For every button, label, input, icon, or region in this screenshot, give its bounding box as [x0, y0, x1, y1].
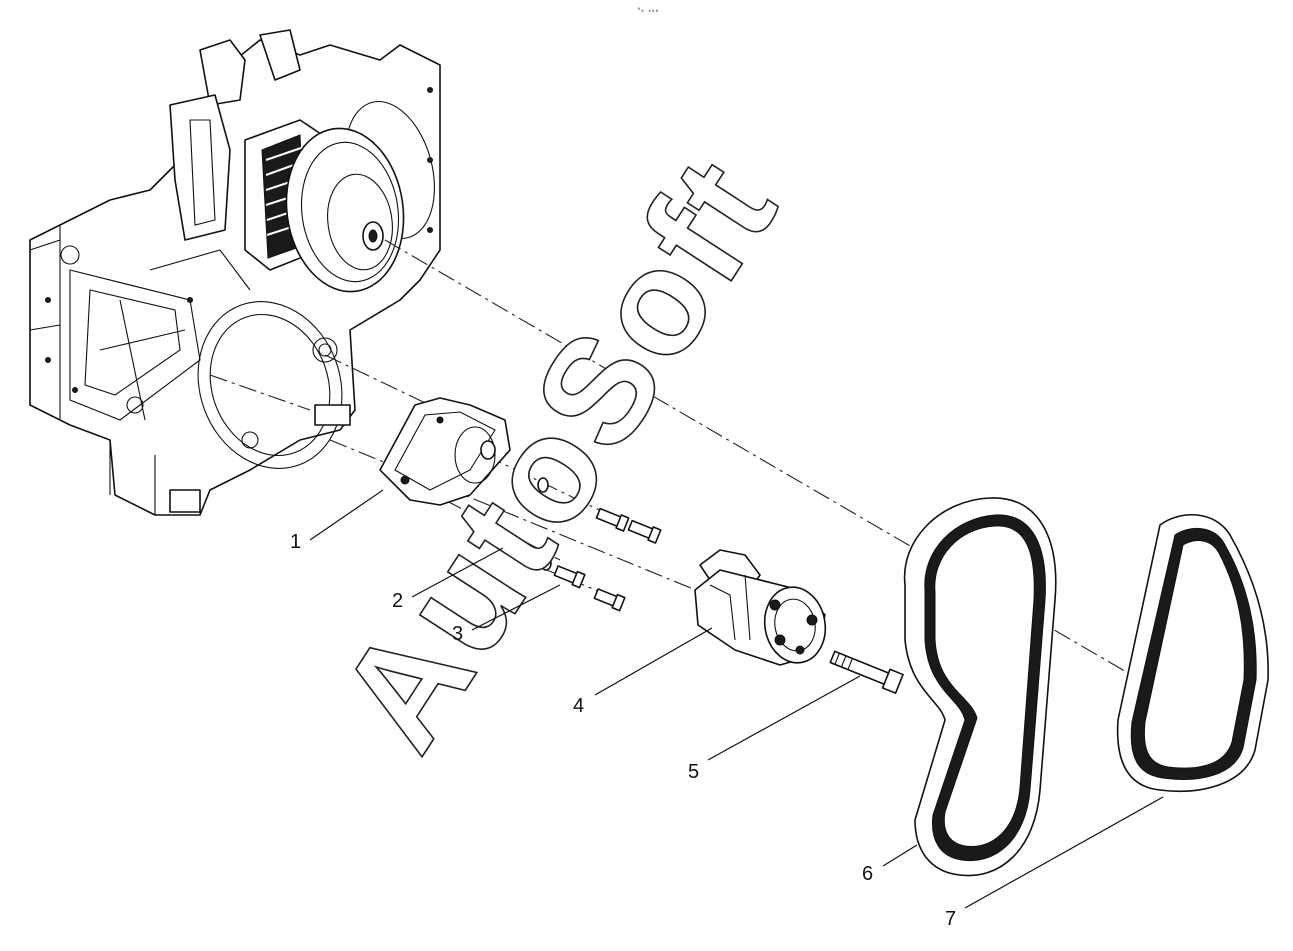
callout-7: 7: [945, 908, 956, 930]
part-5-tensioner-bolt: [829, 650, 904, 694]
part-6-poly-v-belt-large: [903, 497, 1057, 877]
leader-7: [964, 796, 1164, 909]
leader-2: [411, 547, 504, 598]
reference-code: ⁰₀ ₀₀₀: [637, 7, 659, 14]
part-7-poly-v-belt-small: [1116, 514, 1269, 793]
part-4-belt-tensioner: [694, 549, 827, 666]
callout-4: 4: [573, 695, 584, 717]
callout-6: 6: [862, 863, 873, 885]
callout-5: 5: [688, 761, 699, 783]
leader-5: [707, 675, 861, 761]
callout-2: 2: [392, 590, 403, 612]
part-3-bolts: [553, 507, 662, 612]
part-2-washers: [500, 477, 589, 571]
leader-4: [594, 627, 713, 696]
callout-3: 3: [452, 623, 463, 645]
leader-1: [309, 489, 384, 541]
leader-6: [882, 844, 918, 867]
callouts: 1 2 3 4 5 6 7: [290, 489, 1164, 930]
part-1-tensioner-bracket: [379, 397, 511, 506]
water-pump-pulley: [244, 119, 405, 293]
leader-3: [471, 584, 561, 631]
callout-1: 1: [290, 531, 301, 553]
